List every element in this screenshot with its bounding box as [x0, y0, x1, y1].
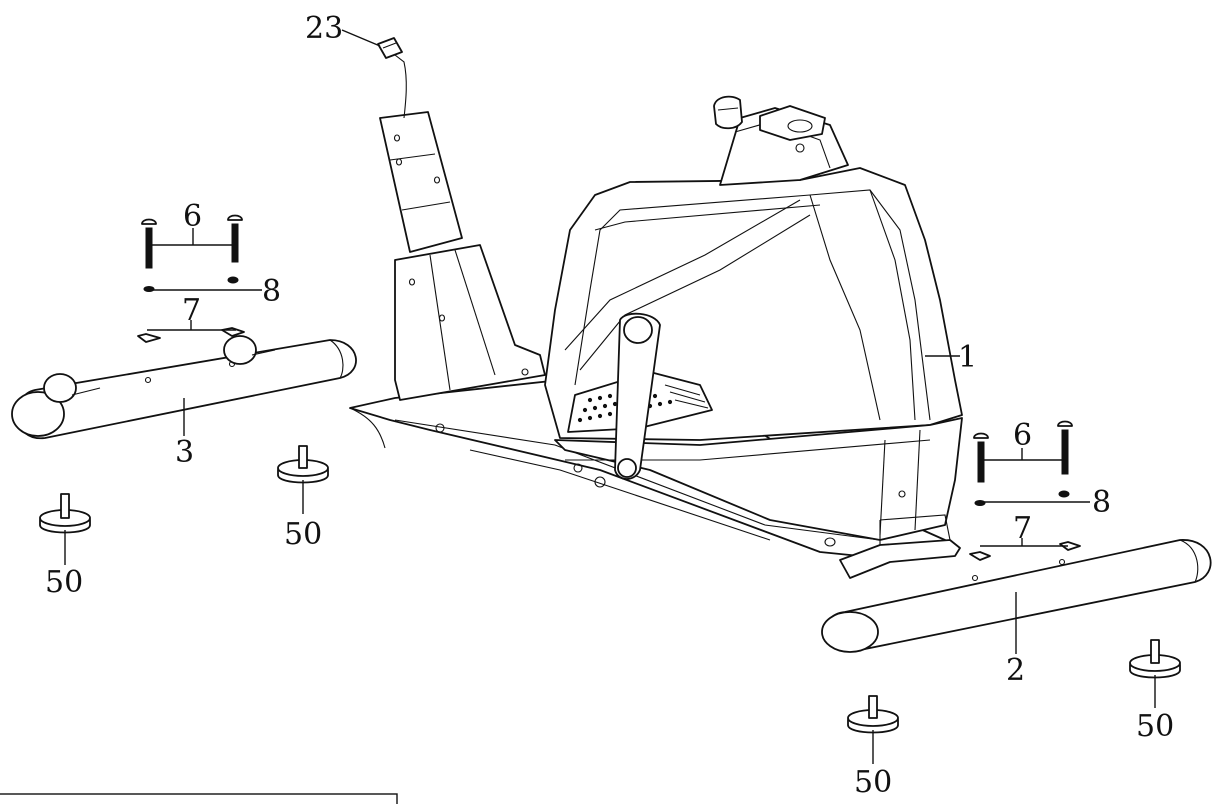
callout-6-left: 6 [183, 199, 202, 234]
callout-50-d: 50 [1136, 709, 1174, 744]
border-box [0, 793, 398, 804]
callout-2: 2 [1006, 653, 1025, 688]
callout-50-a: 50 [45, 565, 83, 600]
leveling-foot-c [847, 695, 899, 734]
right-hardware [969, 420, 1081, 561]
callout-8-right: 8 [1092, 485, 1111, 520]
callout-7-right: 7 [1013, 511, 1032, 546]
callout-6-right: 6 [1013, 418, 1032, 453]
callout-50-b: 50 [284, 517, 322, 552]
callout-7-left: 7 [182, 293, 201, 328]
callout-3: 3 [175, 435, 194, 470]
callout-50-c: 50 [854, 765, 892, 800]
leveling-foot-b [277, 445, 329, 484]
main-frame-part-1 [349, 37, 963, 557]
callout-8-left: 8 [262, 274, 281, 309]
leader-lines [64, 29, 1156, 764]
rear-stabilizer-part-3 [11, 335, 357, 439]
callout-23: 23 [305, 11, 343, 46]
leveling-foot-a [39, 493, 91, 534]
leveling-foot-d [1129, 639, 1181, 679]
callout-1: 1 [958, 340, 977, 375]
front-stabilizer-part-2 [821, 514, 1212, 653]
